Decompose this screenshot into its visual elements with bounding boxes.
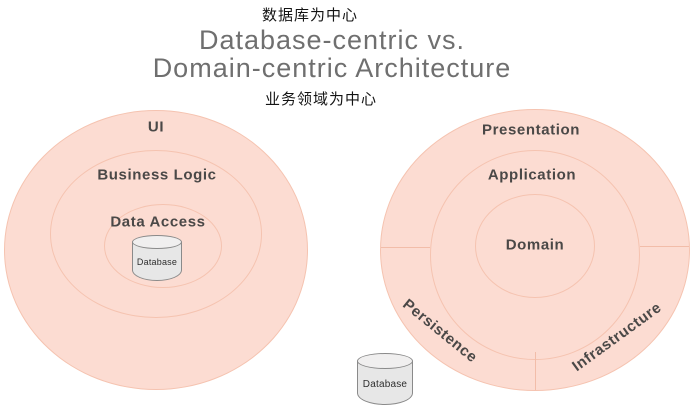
segment-divider-left (381, 247, 430, 248)
left-database-cylinder-icon: Database (132, 235, 182, 281)
label-presentation: Presentation (481, 121, 581, 139)
label-domain: Domain (505, 236, 565, 254)
label-application: Application (487, 166, 577, 184)
right-database-cylinder-icon: Database (357, 353, 413, 405)
chinese-caption-database-centric: 数据库为中心 (261, 7, 359, 24)
cylinder-top (357, 353, 413, 369)
segment-divider-bottom (535, 352, 536, 390)
cylinder-body (132, 242, 182, 281)
label-business-logic: Business Logic (97, 166, 217, 184)
right-database-label: Database (362, 379, 408, 390)
right-inner-ring-domain (475, 194, 595, 298)
page-title-line-2: Domain-centric Architecture (152, 53, 512, 83)
label-ui: UI (147, 118, 165, 136)
label-data-access: Data Access (110, 213, 206, 231)
segment-divider-right (640, 246, 689, 247)
left-database-label: Database (136, 257, 178, 267)
chinese-caption-domain-centric: 业务领域为中心 (264, 91, 378, 108)
cylinder-top (132, 235, 182, 249)
page-title-line-1: Database-centric vs. (198, 25, 466, 55)
